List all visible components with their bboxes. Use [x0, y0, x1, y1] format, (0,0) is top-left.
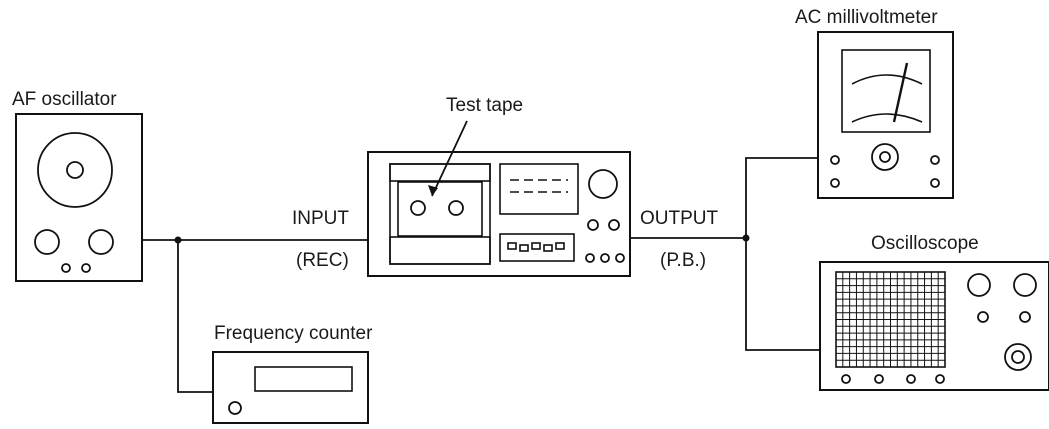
- transport-button-5: [555, 242, 565, 250]
- scope-knob-2: [1013, 273, 1037, 297]
- cassette-top-strip: [389, 163, 491, 182]
- scope-knob-3: [977, 311, 989, 323]
- frequency-counter-display: [254, 366, 353, 392]
- transport-button-4: [543, 244, 553, 252]
- deck-knob-right: [608, 219, 620, 231]
- af-oscillator: [15, 113, 143, 282]
- frequency-counter-label: Frequency counter: [214, 323, 373, 344]
- rec-label: (REC): [296, 250, 349, 271]
- millivoltmeter-jack-2: [830, 178, 840, 188]
- range-knob-center: [879, 151, 891, 163]
- deck-jack-1: [585, 253, 595, 263]
- meter-face: [841, 49, 931, 133]
- frequency-counter-jack: [228, 401, 242, 415]
- af-oscillator-right-knob: [88, 229, 114, 255]
- scope-jack-1: [841, 374, 851, 384]
- af-oscillator-dial-center: [66, 161, 84, 179]
- cassette-right-reel: [448, 200, 464, 216]
- level-meter-display: [499, 163, 579, 215]
- deck-knob-left: [587, 219, 599, 231]
- cassette-window: [397, 181, 483, 237]
- oscilloscope-graticule: [836, 272, 945, 367]
- pb-label: (P.B.): [660, 250, 706, 271]
- cassette-bottom-strip: [389, 236, 491, 265]
- scope-knob-4: [1019, 311, 1031, 323]
- deck-jack-2: [600, 253, 610, 263]
- millivoltmeter-jack-1: [830, 155, 840, 165]
- input-junction: [174, 236, 182, 244]
- transport-panel: [499, 233, 575, 262]
- ac-millivoltmeter-body: [817, 31, 954, 199]
- scope-knob-1: [967, 273, 991, 297]
- test-tape-pointer: [431, 120, 468, 197]
- millivoltmeter-jack-4: [930, 178, 940, 188]
- frequency-counter: [212, 351, 369, 424]
- deck-jack-3: [615, 253, 625, 263]
- output-bus-wire: [745, 157, 820, 351]
- input-label: INPUT: [292, 208, 349, 229]
- millivoltmeter-jack-3: [930, 155, 940, 165]
- oscilloscope: [819, 261, 1049, 391]
- scope-jack-4: [935, 374, 945, 384]
- oscilloscope-label: Oscilloscope: [871, 233, 979, 254]
- af-oscillator-jack-1: [61, 263, 71, 273]
- test-tape-arrowhead: [428, 185, 438, 196]
- output-junction: [742, 234, 750, 242]
- transport-button-1: [507, 242, 517, 250]
- output-label: OUTPUT: [640, 208, 719, 229]
- scope-jack-2: [874, 374, 884, 384]
- connections: [142, 157, 820, 393]
- transport-button-3: [531, 242, 541, 250]
- ac-millivoltmeter: [817, 31, 954, 199]
- af-oscillator-label: AF oscillator: [12, 89, 117, 110]
- meter-scale-lower: [851, 113, 923, 123]
- scope-jack-3: [906, 374, 916, 384]
- scope-knob-5-center: [1011, 350, 1025, 364]
- volume-knob: [588, 169, 618, 199]
- af-oscillator-jack-2: [81, 263, 91, 273]
- test-tape-label: Test tape: [446, 95, 523, 116]
- cassette-left-reel: [410, 200, 426, 216]
- cassette-deck: [367, 151, 631, 277]
- meter-scale-upper: [851, 74, 923, 85]
- transport-button-2: [519, 244, 529, 252]
- af-oscillator-left-knob: [34, 229, 60, 255]
- oscillator-to-counter-wire: [177, 240, 213, 393]
- meter-needle: [892, 62, 909, 123]
- ac-millivoltmeter-label: AC millivoltmeter: [795, 7, 938, 28]
